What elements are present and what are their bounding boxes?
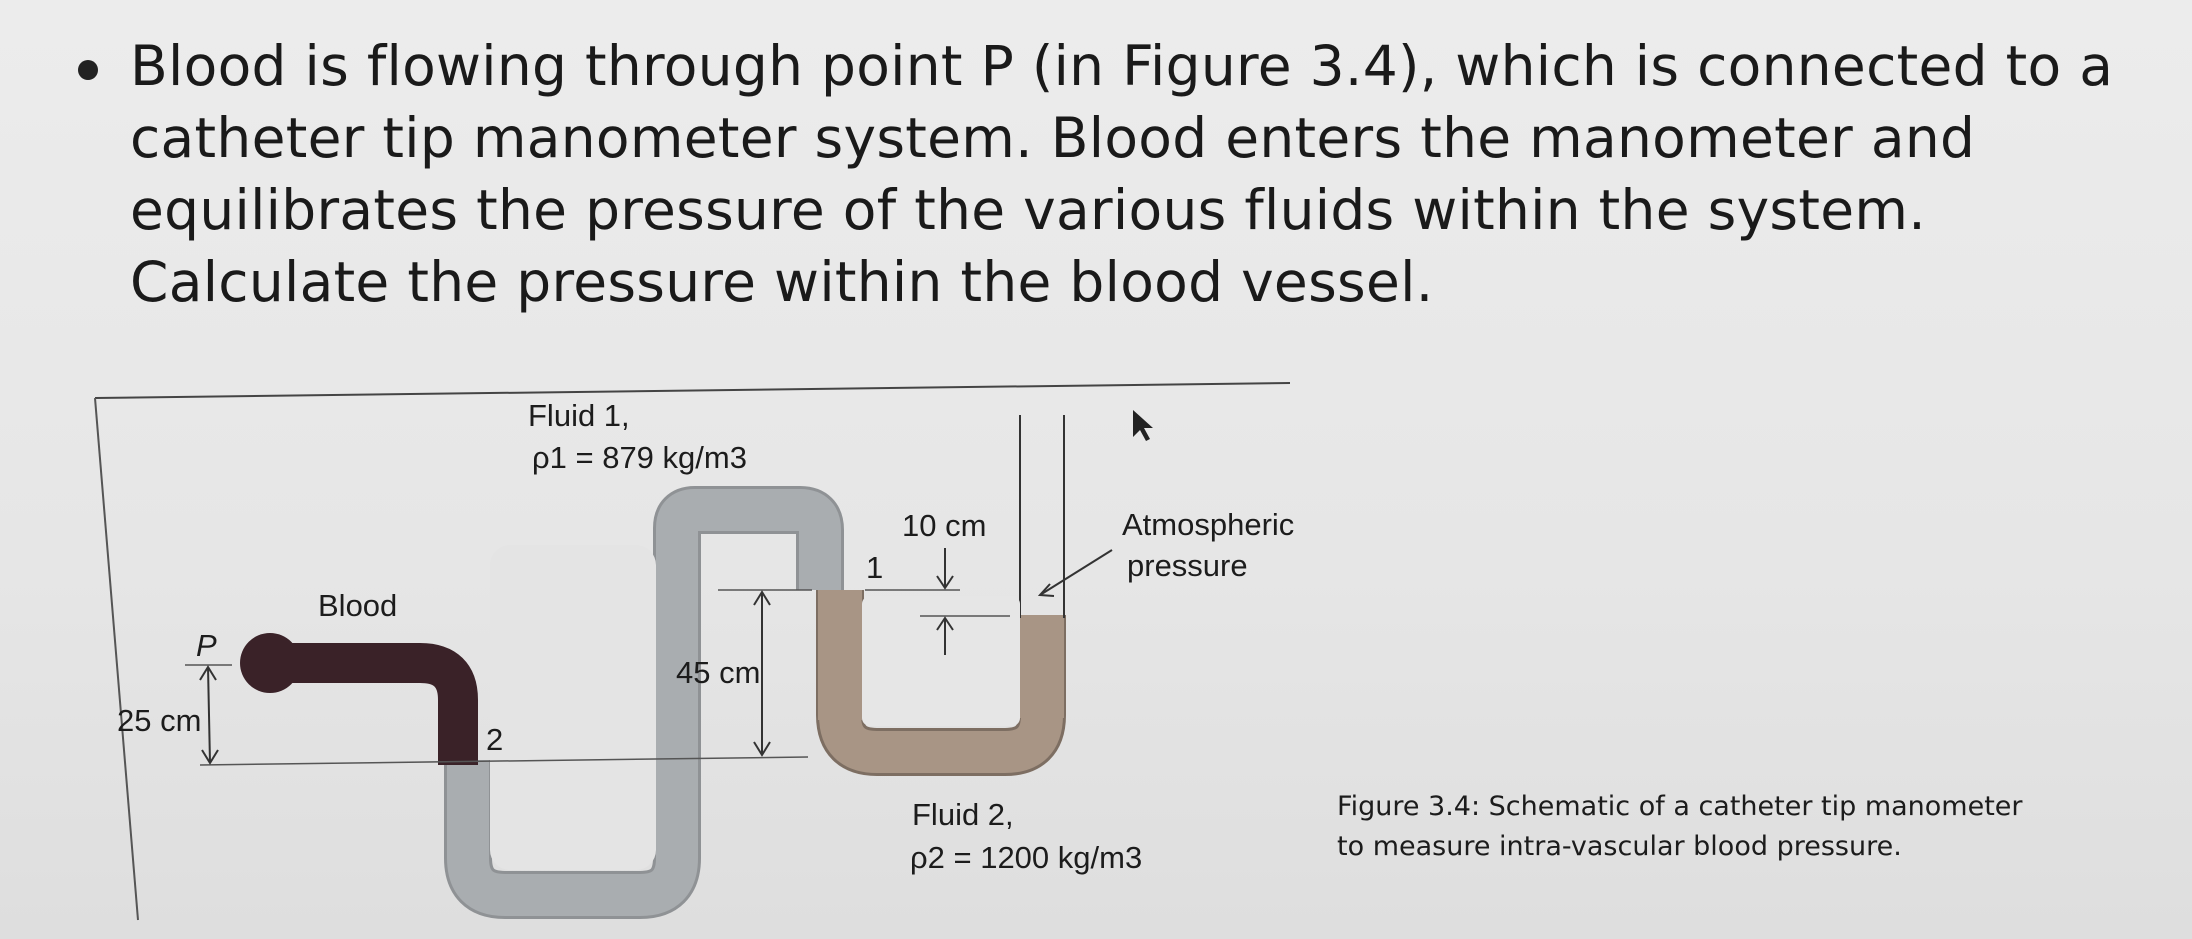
fluid1-density: ρ1 = 879 kg/m3 bbox=[532, 440, 747, 475]
fluid2-label: Fluid 2, bbox=[912, 797, 1014, 832]
fluid2-density: ρ2 = 1200 kg/m3 bbox=[910, 840, 1143, 875]
utube-inner bbox=[862, 596, 1020, 726]
dim-10-arrowhead-bottom bbox=[936, 616, 954, 631]
dim-45-label: 45 cm bbox=[676, 655, 761, 690]
dim-25-label: 25 cm bbox=[117, 703, 202, 738]
dim-25-arrow bbox=[207, 666, 211, 764]
figure-top-border bbox=[94, 382, 1291, 399]
level-2-label: 2 bbox=[486, 722, 504, 757]
dim-25-arrowhead-top bbox=[199, 665, 217, 681]
atmospheric-pointer bbox=[1039, 549, 1113, 596]
fluid1-lower-left bbox=[448, 765, 488, 865]
fluid2-tube bbox=[819, 590, 1063, 773]
fluid2-left-column bbox=[818, 590, 862, 720]
fluid1-tube bbox=[447, 489, 841, 916]
dim-45-arrowhead-top bbox=[753, 590, 771, 606]
level-line-2 bbox=[199, 756, 809, 766]
atmospheric-pointer-head bbox=[1037, 583, 1055, 597]
inner-loop-gap bbox=[490, 545, 656, 870]
atmospheric-label-line2: pressure bbox=[1127, 548, 1248, 583]
level-1-label: 1 bbox=[866, 550, 884, 585]
dim-25-arrowhead-bottom bbox=[201, 749, 219, 765]
fluid2-right-column bbox=[1020, 618, 1064, 718]
dim-45-arrowhead-bottom bbox=[753, 741, 771, 757]
point-p-label: P bbox=[196, 628, 217, 663]
bullet-point bbox=[78, 60, 98, 80]
atmospheric-label-line1: Atmospheric bbox=[1122, 507, 1295, 542]
dim-10-arrowhead-top bbox=[936, 575, 954, 590]
figure-caption: Figure 3.4: Schematic of a catheter tip … bbox=[1337, 791, 2023, 862]
blood-tube bbox=[270, 643, 478, 765]
question-text: Blood is flowing through point P (in Fig… bbox=[130, 34, 2114, 314]
fluid1-label: Fluid 1, bbox=[528, 398, 630, 433]
blood-label: Blood bbox=[318, 588, 398, 623]
mouse-cursor-icon bbox=[1133, 410, 1153, 441]
figure-left-border bbox=[94, 397, 139, 921]
dim-10-label: 10 cm bbox=[902, 508, 987, 543]
